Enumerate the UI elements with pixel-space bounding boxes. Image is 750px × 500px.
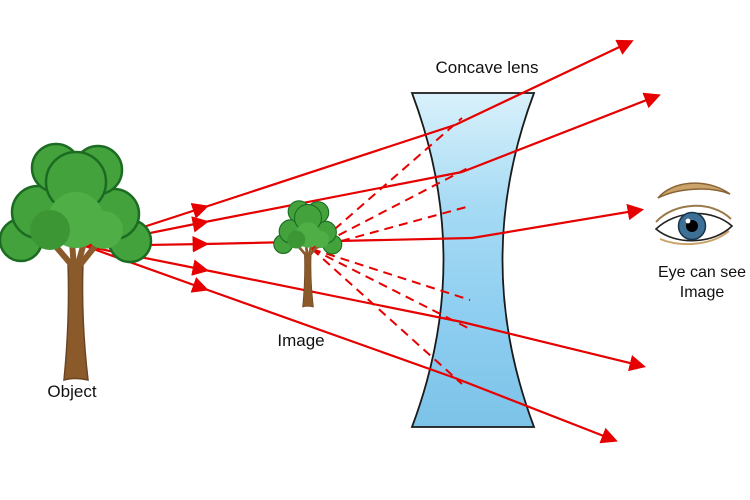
light-ray-3 — [84, 203, 645, 253]
concave-lens-label: Concave lens — [435, 58, 538, 77]
light-ray-4 — [84, 244, 647, 372]
eye-caption-line1: Eye can see — [658, 264, 746, 281]
light-ray-1 — [84, 39, 634, 248]
virtual-ray-6 — [311, 248, 463, 385]
virtual-ray-4 — [311, 248, 471, 301]
eye-caption-line2: Image — [680, 284, 725, 301]
eye-highlight — [685, 218, 691, 224]
object-label: Object — [47, 382, 96, 401]
eye-icon — [654, 182, 734, 246]
lower-eyelid-line — [659, 230, 730, 246]
upper-eyelid-line — [655, 204, 732, 223]
virtual-ray-3 — [311, 205, 471, 250]
virtual-ray-1 — [311, 117, 463, 250]
eyebrow-icon — [657, 182, 731, 199]
small-tree-icon — [272, 199, 344, 309]
dashed-virtual-ray-lines — [311, 117, 471, 385]
red-light-ray-arrows — [84, 39, 661, 444]
concave-lens-shape — [410, 92, 536, 428]
light-ray-5 — [84, 244, 618, 444]
large-tree-icon — [0, 144, 151, 380]
light-ray-2 — [84, 92, 661, 248]
image-label: Image — [277, 331, 324, 350]
